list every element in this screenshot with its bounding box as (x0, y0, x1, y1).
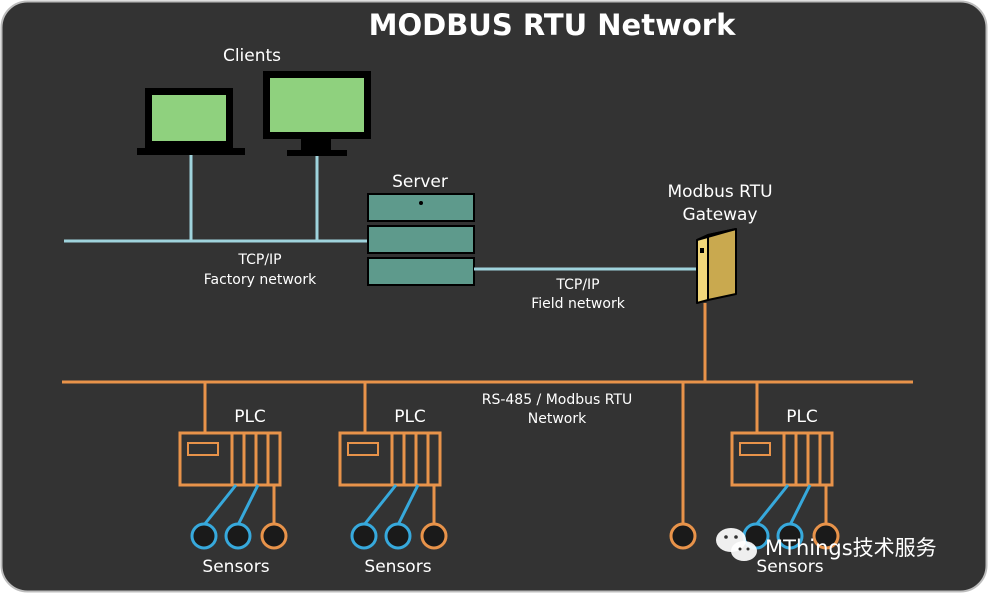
sensor-node (384, 522, 412, 550)
gateway-label-line1: Modbus RTU (667, 182, 772, 202)
bus-device-node (669, 522, 697, 550)
field-network-label-line2: Field network (531, 296, 626, 312)
sensor-node (350, 522, 378, 550)
sensor-node (190, 522, 218, 550)
clients-label: Clients (223, 46, 281, 66)
plc-group: PLC Sensors (730, 407, 840, 577)
sensor-node (776, 522, 804, 550)
sensors-label: Sensors (202, 557, 269, 577)
monitor-icon (263, 71, 371, 156)
factory-network-label-line1: TCP/IP (237, 252, 281, 268)
plc-label: PLC (786, 407, 818, 427)
sensor-node (812, 522, 840, 550)
rs485-label-line1: RS-485 / Modbus RTU (482, 392, 633, 408)
sensor-node (260, 522, 288, 550)
sensor-node (420, 522, 448, 550)
factory-network-lines (64, 155, 368, 243)
sensors-label: Sensors (756, 557, 823, 577)
wechat-icon (716, 528, 757, 561)
laptop-icon (137, 88, 245, 155)
watermark: MThings技术服务 (716, 528, 937, 561)
plc-icon (178, 431, 282, 487)
sensor-wires (362, 484, 420, 526)
plc-icon (730, 431, 834, 487)
sensor-wires (754, 484, 812, 526)
rs485-label-line2: Network (528, 411, 587, 427)
plc-group: PLC Sensors (338, 407, 448, 577)
factory-network-label-line2: Factory network (204, 272, 317, 288)
plc-group: PLC Sensors (178, 407, 288, 577)
rs485-bus (62, 303, 913, 523)
watermark-text: MThings技术服务 (765, 536, 937, 560)
server-label: Server (392, 172, 448, 192)
plc-label: PLC (394, 407, 426, 427)
field-network-label-line1: TCP/IP (555, 277, 599, 293)
sensor-wires (202, 484, 260, 526)
diagram-title: MODBUS RTU Network (369, 8, 736, 42)
gateway-label-line2: Gateway (682, 205, 757, 225)
gateway-icon (696, 228, 737, 304)
plc-label: PLC (234, 407, 266, 427)
sensor-node (224, 522, 252, 550)
server-icon (367, 193, 475, 286)
sensors-label: Sensors (364, 557, 431, 577)
